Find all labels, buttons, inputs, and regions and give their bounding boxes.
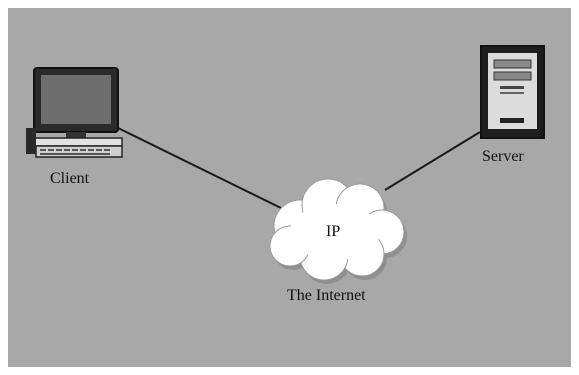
server-tower-icon: [480, 45, 545, 139]
server-label: Server: [482, 148, 524, 165]
cloud-icon: [269, 178, 407, 284]
edge-internet-server: [384, 131, 481, 191]
internet-label: The Internet: [287, 287, 366, 304]
desktop-computer-icon: [26, 67, 123, 158]
cloud-inner-label: IP: [326, 223, 341, 240]
edge-client-internet: [117, 127, 286, 211]
client-label: Client: [50, 170, 90, 187]
